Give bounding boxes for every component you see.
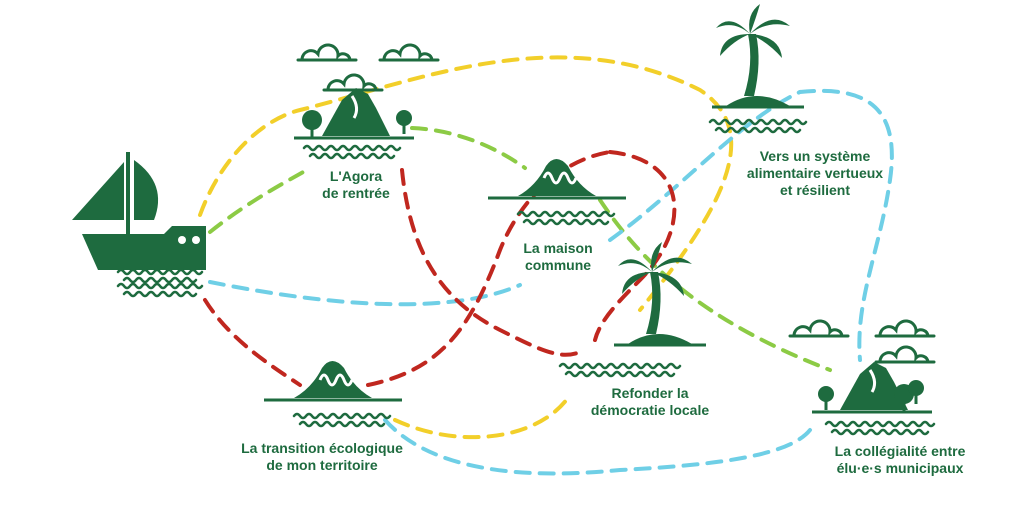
transition-waves-icon	[292, 412, 392, 428]
route-red-boat-to-transition	[203, 298, 302, 387]
label-systeme-alimentaire: Vers un système alimentaire vertueux et …	[746, 148, 884, 198]
route-green-agora-to-maison	[410, 126, 527, 170]
route-blue-boat-to-maison	[208, 280, 522, 307]
palm-island-icon	[712, 4, 804, 109]
porthole-icon	[192, 236, 200, 244]
route-yellow-boat-to-palm	[198, 55, 734, 312]
cloud-icon	[792, 319, 844, 338]
mound-island-icon	[488, 159, 626, 200]
volcano-island-icon	[294, 88, 414, 140]
volcano-island-icon	[812, 362, 932, 414]
label-maison-commune: La maison commune	[523, 240, 593, 273]
boat-waves-icon	[116, 268, 204, 284]
mound-island-icon	[264, 361, 402, 402]
sailboat-icon	[72, 152, 206, 270]
route-blue-transition-to-collegialite	[383, 418, 812, 476]
label-agora: L'Agora de rentrée	[322, 168, 390, 201]
cloud-icon	[300, 43, 352, 62]
label-refonder: Refonder la démocratie locale	[590, 385, 710, 418]
cloud-icon	[878, 345, 930, 364]
cloud-icon	[382, 43, 434, 62]
cloud-icon	[878, 319, 930, 338]
palm-island-icon	[614, 242, 706, 347]
collegialite-waves-icon	[824, 420, 936, 436]
route-blue-vers-to-collegialite	[798, 88, 894, 362]
vers-waves-icon	[708, 118, 808, 134]
route-red-agora-to-refonder	[400, 168, 582, 357]
route-green-boat-to-agora	[208, 166, 312, 234]
maison-waves-icon	[516, 210, 616, 226]
route-red-maison-to-refonder	[593, 150, 677, 342]
route-yellow-transition-to-refonder	[393, 393, 572, 440]
cloud-icon	[326, 73, 378, 92]
label-transition-ecologique: La transition écologique de mon territoi…	[241, 440, 403, 473]
boat-waves-icon	[116, 282, 204, 298]
refonder-waves-icon	[558, 362, 682, 378]
porthole-icon	[178, 236, 186, 244]
label-collegialite: La collégialité entre élu·e·s municipaux	[834, 443, 966, 476]
agora-waves-icon	[302, 144, 402, 160]
